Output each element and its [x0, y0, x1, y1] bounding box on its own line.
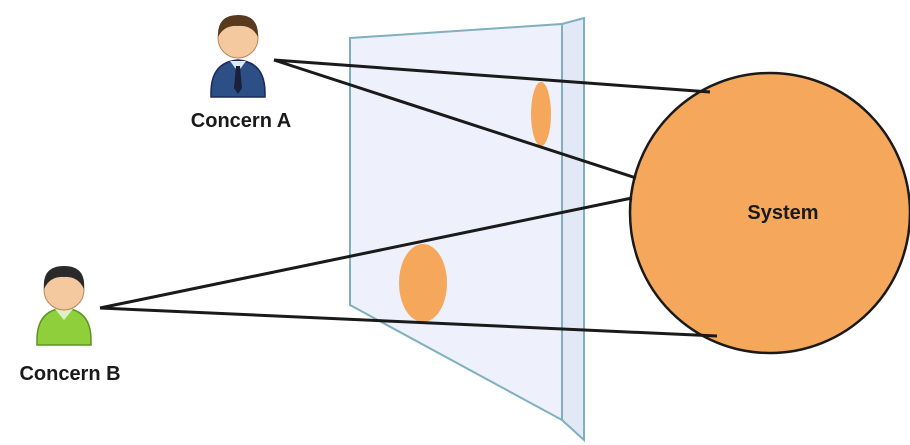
sight-line-b-top: [99, 196, 633, 310]
sight-line-a-top: [273, 58, 711, 94]
concern-b-label: Concern B: [19, 363, 120, 385]
person-b-icon: [36, 266, 92, 346]
projection-b: [399, 244, 447, 322]
system-label: System: [747, 202, 818, 224]
sight-line-b-bottom: [99, 306, 718, 338]
system-circle: [628, 71, 910, 355]
projection-a: [531, 82, 551, 146]
person-a-icon: [210, 15, 266, 98]
sight-lines: [99, 58, 718, 338]
concern-a-label: Concern A: [191, 110, 291, 132]
sight-line-a-bottom: [273, 58, 637, 180]
plane-back-face: [349, 22, 563, 422]
